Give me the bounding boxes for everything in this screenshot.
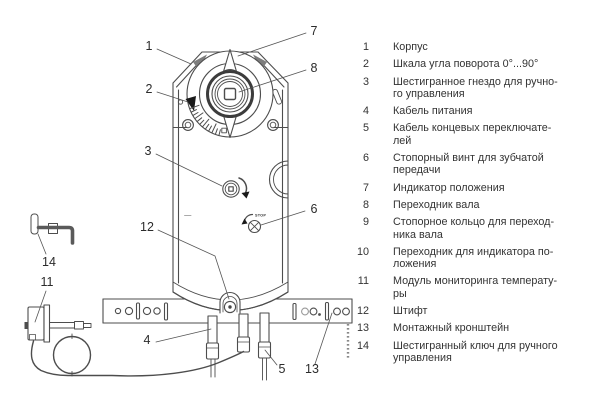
legend-item: 5 Кабель концевых переключате- лей [355,122,597,147]
callout-8: 8 [311,61,318,75]
legend-item-text: Шестигранное гнездо для ручно- го управл… [393,75,558,100]
legend-item: 11 Модуль мониторинга температу- ры [355,275,597,300]
legend-item: 8 Переходник вала [355,199,597,211]
temperature-module [24,304,245,377]
legend-item-num: 11 [357,275,369,288]
actuator-diagram: 1 2 3 4 5 6 7 8 11 12 13 14 STOP [24,24,353,381]
legend-item: 3 Шестигранное гнездо для ручно- го управ… [355,76,597,101]
legend-item: 2 Шкала угла поворота 0°...90° [355,58,597,70]
legend-item: 9 Стопорное кольцо для переход- ника вала [355,216,597,241]
angle-scale [185,96,227,136]
rotate-arrow [238,177,248,194]
legend-item: 1 Корпус [355,41,597,53]
legend-item: 4 Кабель питания [355,105,597,117]
legend-item-text: Переходник для индикатора по- ложения [393,245,554,271]
callout-7: 7 [311,24,318,38]
legend-item-num: 8 [362,198,369,211]
legend-item-num: 10 [356,245,369,258]
legend-item: 7 Индикатор положения [355,182,597,194]
legend-item-text: Кабель концевых переключате- лей [393,122,552,147]
legend-item: 14 Шестигранный ключ для ручного управлен… [355,340,597,365]
legend-item: 6 Стопорный винт для зубчатой передачи [355,152,597,177]
legend-item-text: Кабель питания [393,105,473,118]
legend-item-num: 4 [362,105,369,118]
legend-item-text: Монтажный кронштейн [393,322,510,335]
callout-5: 5 [279,362,286,376]
legend-item: 13 Монтажный кронштейн [355,322,597,334]
housing-screw-right [267,119,279,131]
callout-numbers: 1 2 3 4 5 6 7 8 11 12 13 14 STOP [41,24,319,376]
callout-lines [34,32,333,366]
legend-item-num: 9 [362,216,369,229]
legend-item-num: 7 [362,181,369,194]
callout-4: 4 [144,333,151,347]
legend-item-num: 6 [362,152,369,165]
legend-item-num: 5 [362,122,369,135]
legend-item-text: Индикатор положения [393,181,505,194]
manual-override-socket [222,177,250,199]
callout-6: 6 [311,202,318,216]
cables [205,312,272,381]
legend-item: 12 Штифт [355,305,597,317]
callout-3: 3 [145,144,152,158]
callout-1: 1 [146,39,153,53]
hex-key [30,213,75,245]
callout-12: 12 [140,220,154,234]
legend-item-text: Модуль мониторинга температу- ры [393,275,558,300]
scale-end-marker [221,127,227,134]
callout-14: 14 [42,255,56,269]
legend-item-text: Корпус [393,41,428,53]
shaft-adapter-square [223,87,237,101]
legend-item-num: 1 [362,41,369,53]
gear-stop-screw [241,213,262,234]
callout-13: 13 [305,362,319,376]
legend-item-text: Переходник вала [393,198,480,211]
cable-loop [52,335,92,375]
module-cable [30,340,245,377]
middle-cable-gland [238,313,249,338]
switch-cable-gland [259,312,270,343]
callout-11: 11 [41,275,54,289]
legend-item-num: 14 [356,339,369,352]
legend-item-num: 2 [362,58,369,71]
legend-item: 10 Переходник для индикатора по- ложения [355,246,597,271]
housing-screw-left [182,119,194,131]
legend-item-text: Штифт [393,305,428,318]
rotation-dial [182,48,279,139]
temperature-probe [49,322,75,329]
legend-item-text: Шкала угла поворота 0°...90° [393,58,539,71]
callout-2: 2 [146,82,153,96]
shaft-pin [172,291,289,314]
legend-item-num: 13 [356,322,369,335]
key-clip [30,213,39,235]
legend-item-text: Шестигранный ключ для ручного управления [393,339,558,364]
stop-label: STOP [255,214,266,218]
allen-key [36,225,75,245]
legend-item-text: Стопорный винт для зубчатой передачи [393,152,544,177]
legend-item-num: 12 [356,305,369,318]
legend-item-num: 3 [362,75,369,88]
module-body [27,306,45,341]
legend-item-text: Стопорное кольцо для переход- ника вала [393,216,555,241]
